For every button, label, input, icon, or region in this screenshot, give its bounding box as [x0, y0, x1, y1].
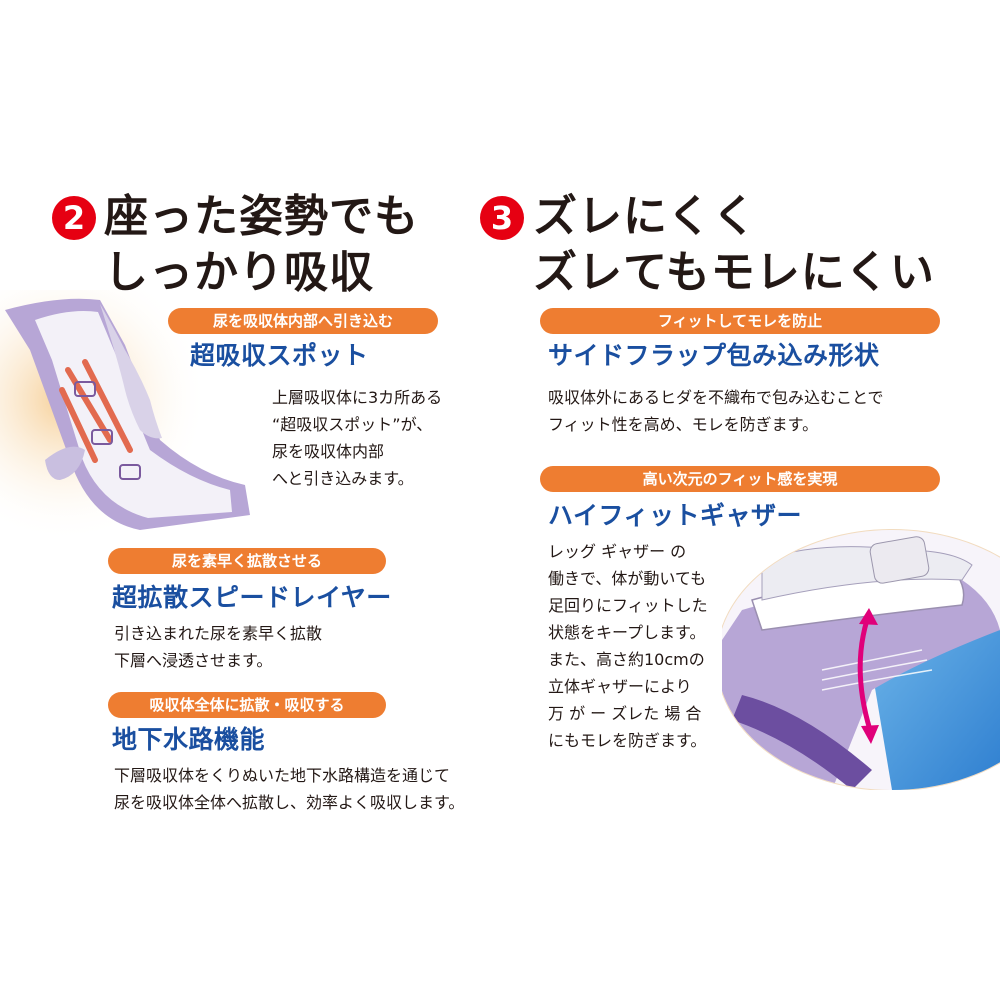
feature-pill-high-fit-gather: 高い次元のフィット感を実現: [540, 466, 940, 492]
feature-body-super-absorb-spot: 上層吸収体に3カ所ある “超吸収スポット”が、 尿を吸収体内部 へと引き込みます…: [272, 388, 443, 488]
feature-title-side-flap: サイドフラップ包み込み形状: [548, 341, 880, 370]
section2-title-line2: しっかり吸収: [104, 247, 374, 298]
section2-title-line1: 座った姿勢でも: [104, 191, 419, 242]
section3-title-line2: ズレてもモレにくい: [533, 247, 935, 298]
absorption-spot-arrows: [59, 359, 133, 463]
feature-pill-super-absorb-spot: 尿を吸収体内部へ引き込む: [168, 308, 438, 334]
feature-title-high-fit-gather: ハイフィットギャザー: [548, 501, 803, 530]
feature-body-underground-channel: 下層吸収体をくりぬいた地下水路構造を通じて 尿を吸収体全体へ拡散し、効率よく吸収…: [114, 766, 465, 812]
section3-title-line1: ズレにくく: [533, 191, 758, 242]
section3-number-badge: 3: [480, 196, 524, 240]
feature-title-super-absorb-spot: 超吸収スポット: [190, 341, 369, 370]
section2-number-badge: 2: [52, 196, 96, 240]
feature-body-high-fit-gather: レッグ ギャザー の 働きで、体が動いても 足回りにフィットした 状態をキープし…: [548, 542, 708, 750]
feature-pill-underground-channel: 吸収体全体に拡散・吸収する: [108, 692, 386, 718]
gather-stretch-arrow: [857, 608, 879, 744]
feature-title-speed-layer: 超拡散スピードレイヤー: [112, 583, 392, 612]
leg-gather-illustration: [722, 529, 1000, 790]
feature-body-speed-layer: 引き込まれた尿を素早く拡散 下層へ浸透させます。: [114, 624, 323, 670]
feature-pill-side-flap: フィットしてモレを防止: [540, 308, 940, 334]
feature-body-side-flap: 吸収体外にあるヒダを不織布で包み込むことで フィット性を高め、モレを防ぎます。: [548, 388, 884, 434]
feature-title-underground-channel: 地下水路機能: [112, 725, 266, 754]
feature-pill-speed-layer: 尿を素早く拡散させる: [108, 548, 386, 574]
